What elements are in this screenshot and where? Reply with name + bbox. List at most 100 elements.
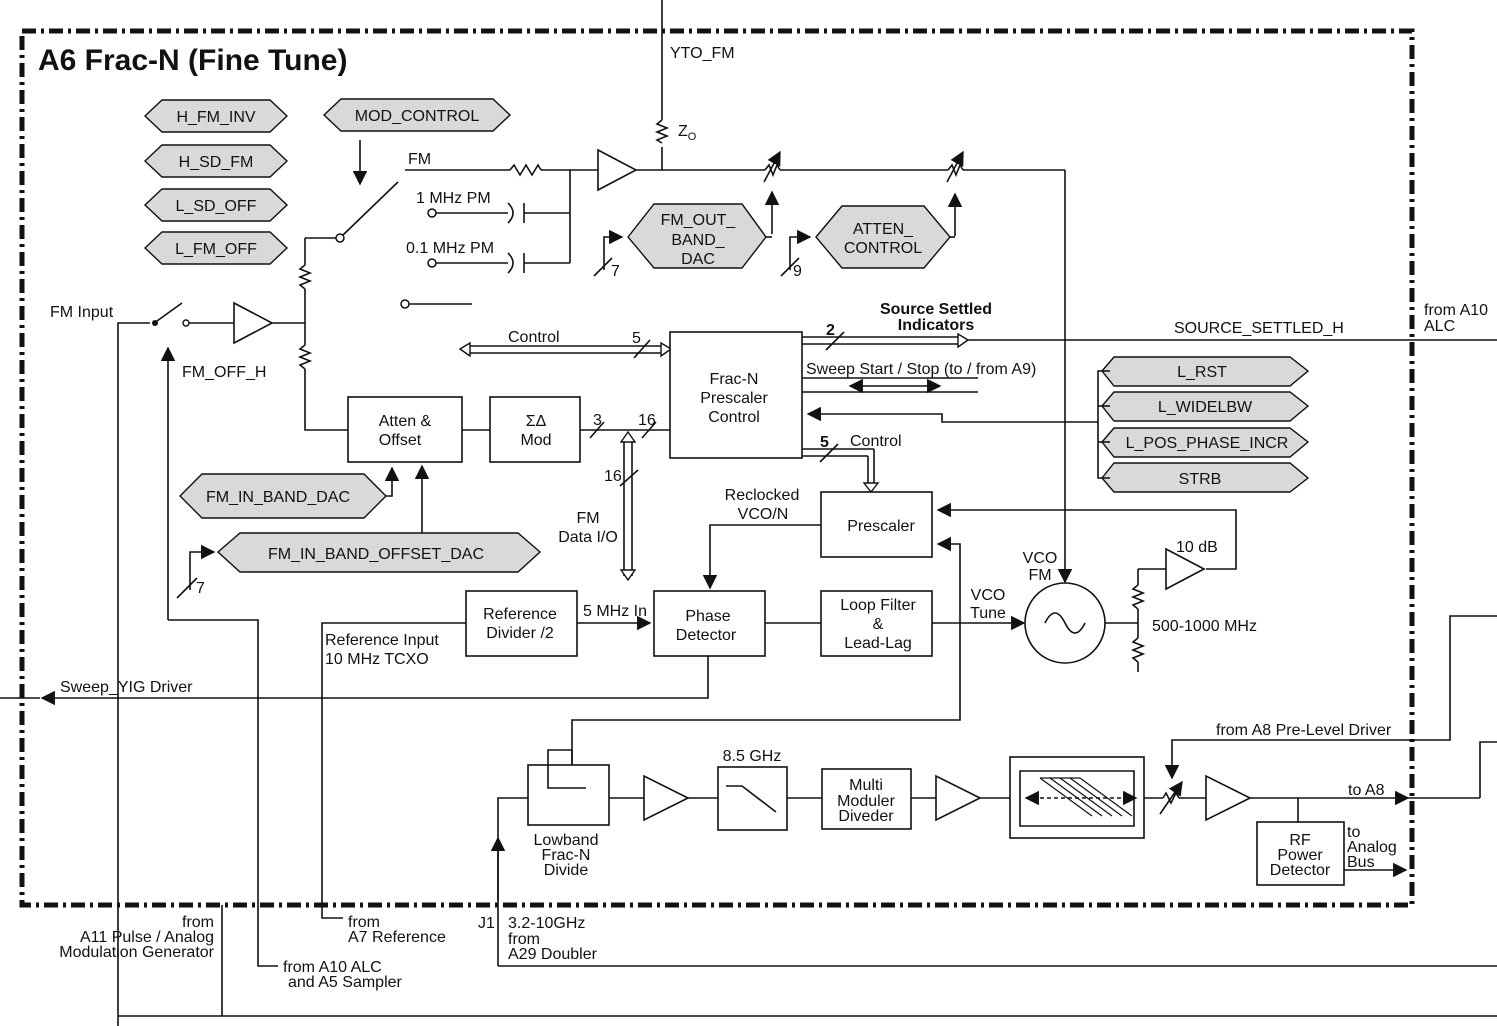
- svg-text:L_WIDELBW: L_WIDELBW: [1158, 399, 1253, 416]
- svg-text:Divider /2: Divider /2: [486, 625, 554, 642]
- svg-text:FM_OUT_: FM_OUT_: [661, 212, 737, 229]
- svg-text:1 MHz PM: 1 MHz PM: [416, 190, 491, 207]
- svg-text:from A8 Pre-Level Driver: from A8 Pre-Level Driver: [1216, 722, 1392, 739]
- svg-text:500-1000 MHz: 500-1000 MHz: [1152, 618, 1257, 635]
- svg-text:BAND_: BAND_: [671, 232, 725, 249]
- svg-text:from A10 ALC: from A10 ALC: [283, 959, 382, 976]
- svg-text:Mod: Mod: [520, 432, 551, 449]
- svg-text:Phase: Phase: [685, 608, 730, 625]
- signal-l-rst: L_RST: [1101, 356, 1310, 387]
- lowband-feedback: [571, 536, 961, 765]
- svg-text:3.2-10GHz: 3.2-10GHz: [508, 915, 585, 932]
- svg-text:Source Settled: Source Settled: [880, 301, 992, 318]
- svg-text:FM: FM: [1028, 567, 1051, 584]
- svg-text:5: 5: [820, 434, 829, 451]
- svg-text:10 dB: 10 dB: [1176, 539, 1218, 556]
- svg-text:Indicators: Indicators: [898, 317, 975, 334]
- svg-text:Loop Filter: Loop Filter: [840, 597, 916, 614]
- signal-l-pos-phase-incr: L_POS_PHASE_INCR: [1101, 427, 1310, 458]
- svg-text:Sweep_YIG Driver: Sweep_YIG Driver: [60, 679, 193, 696]
- svg-text:H_FM_INV: H_FM_INV: [176, 109, 255, 126]
- svg-text:Divide: Divide: [544, 862, 589, 879]
- j1-input: J1 3.2-10GHz from A29 Doubler: [478, 836, 1497, 967]
- svg-text:7: 7: [196, 580, 205, 597]
- atten-offset-block: Atten & Offset: [347, 396, 490, 463]
- svg-text:ALC: ALC: [1424, 318, 1455, 335]
- svg-text:Prescaler: Prescaler: [847, 518, 915, 535]
- svg-text:2: 2: [826, 322, 835, 339]
- svg-text:Detector: Detector: [676, 627, 737, 644]
- signal-l-sd-off: L_SD_OFF: [143, 188, 289, 222]
- svg-text:0.1 MHz PM: 0.1 MHz PM: [406, 240, 494, 257]
- svg-text:YTO_FM: YTO_FM: [670, 45, 735, 62]
- prescaler-block: Prescaler Reclocked VCO/N: [702, 487, 933, 590]
- fm-amplifier: [597, 148, 765, 192]
- svg-text:8.5 GHz: 8.5 GHz: [723, 748, 782, 765]
- signal-fm-out-band-dac: FM_OUT_ BAND_ DAC 7: [593, 203, 772, 280]
- svg-text:Frac-N: Frac-N: [542, 847, 591, 864]
- svg-text:FM: FM: [576, 510, 599, 527]
- vco-feedback: [936, 502, 1237, 570]
- svg-text:RF: RF: [1289, 832, 1311, 849]
- control-signals-bus: [806, 370, 1110, 479]
- svg-text:VCO: VCO: [1023, 550, 1058, 567]
- control-bus: Control 5: [458, 329, 673, 359]
- svg-text:L_RST: L_RST: [1177, 364, 1227, 381]
- source-settled-bus: Source Settled Indicators 2 SOURCE_SETTL…: [802, 301, 1497, 351]
- svg-text:FM_OFF_H: FM_OFF_H: [182, 364, 266, 381]
- vco-oscillator: VCO FM 10 dB 500-1000 MHz: [1023, 539, 1257, 672]
- rf-chain: 8.5 GHz Multi Moduler Diveder to A8 from…: [497, 615, 1497, 966]
- svg-text:16: 16: [638, 412, 656, 429]
- svg-text:FM_IN_BAND_DAC: FM_IN_BAND_DAC: [206, 489, 350, 506]
- signal-l-fm-off: L_FM_OFF: [143, 231, 289, 265]
- fm-input-path: FM Input FM_OFF_H: [50, 238, 348, 1026]
- loop-filter-block: Loop Filter & Lead-Lag VCO Tune: [820, 587, 1026, 657]
- svg-text:STRB: STRB: [1179, 471, 1222, 488]
- svg-text:Lead-Lag: Lead-Lag: [844, 635, 912, 652]
- svg-text:VCO: VCO: [971, 587, 1006, 604]
- svg-text:DAC: DAC: [681, 251, 715, 268]
- svg-text:5: 5: [632, 330, 641, 347]
- svg-text:L_POS_PHASE_INCR: L_POS_PHASE_INCR: [1126, 435, 1289, 452]
- fm-data-io-bus: 16 FM Data I/O: [558, 430, 639, 582]
- svg-text:A7 Reference: A7 Reference: [348, 929, 446, 946]
- fm-select-switch: FM 1 MHz PM 0.1 MHz PM: [305, 151, 598, 309]
- signal-fm-in-band-offset-dac: FM_IN_BAND_OFFSET_DAC 7: [176, 464, 542, 599]
- svg-text:and A5 Sampler: and A5 Sampler: [288, 974, 403, 991]
- sd-mod-block: ΣΔ Mod 3 16: [489, 396, 670, 463]
- svg-text:7: 7: [611, 263, 620, 280]
- svg-text:FM Input: FM Input: [50, 304, 114, 321]
- svg-text:Power: Power: [1277, 847, 1323, 864]
- signal-h-sd-fm: H_SD_FM: [143, 144, 289, 178]
- svg-text:Control: Control: [708, 409, 760, 426]
- svg-text:10 MHz TCXO: 10 MHz TCXO: [325, 651, 429, 668]
- svg-text:Modulation Generator: Modulation Generator: [59, 944, 214, 961]
- svg-text:ZO: ZO: [678, 123, 697, 143]
- module-border: [19, 28, 1415, 908]
- signal-mod-control: MOD_CONTROL: [322, 98, 512, 186]
- signal-strb: STRB: [1101, 462, 1310, 493]
- svg-text:Diveder: Diveder: [838, 808, 894, 825]
- svg-text:from: from: [182, 914, 214, 931]
- fm-out-band-attenuator: [763, 150, 948, 234]
- svg-text:Sweep Start / Stop (to / from: Sweep Start / Stop (to / from A9): [806, 361, 1036, 378]
- signal-fm-in-band-dac: FM_IN_BAND_DAC: [179, 466, 400, 519]
- svg-text:H_SD_FM: H_SD_FM: [179, 154, 254, 171]
- signal-h-fm-inv: H_FM_INV: [143, 99, 289, 133]
- svg-text:to A8: to A8: [1348, 782, 1385, 799]
- svg-text:SOURCE_SETTLED_H: SOURCE_SETTLED_H: [1174, 320, 1344, 337]
- svg-text:&: &: [873, 616, 884, 633]
- svg-text:A11 Pulse / Analog: A11 Pulse / Analog: [80, 929, 214, 946]
- svg-text:Reference Input: Reference Input: [325, 632, 439, 649]
- svg-text:Detector: Detector: [1270, 862, 1331, 879]
- prescaler-control-bus: 5 Control: [802, 433, 902, 494]
- svg-text:ATTEN_: ATTEN_: [853, 221, 914, 238]
- svg-text:Multi: Multi: [849, 777, 883, 794]
- external-sources: from A11 Pulse / Analog Modulation Gener…: [59, 619, 1497, 1017]
- svg-text:3: 3: [593, 412, 602, 429]
- svg-text:Reference: Reference: [483, 606, 557, 623]
- sweep-start-stop: Sweep Start / Stop (to / from A9): [802, 361, 1036, 394]
- signal-l-widelbw: L_WIDELBW: [1101, 391, 1310, 422]
- svg-text:5 MHz In: 5 MHz In: [583, 603, 647, 620]
